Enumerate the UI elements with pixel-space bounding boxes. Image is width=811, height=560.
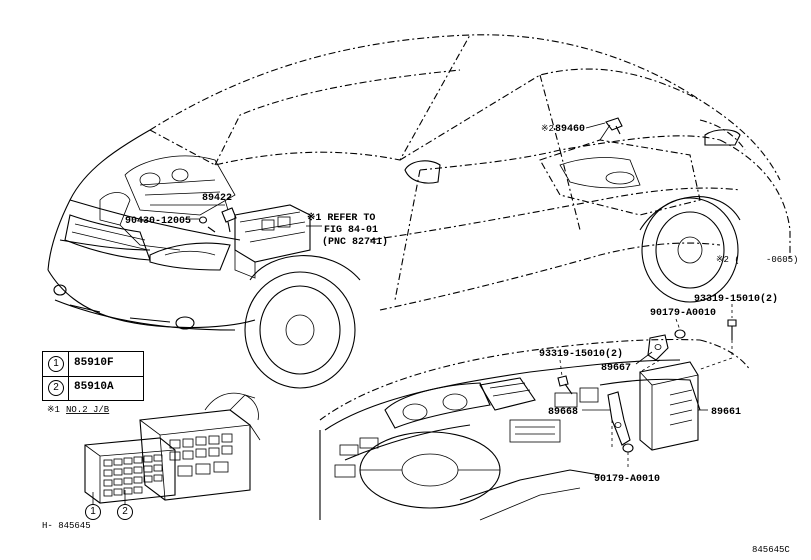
refer-note-line2: FIG 84-01 (324, 225, 378, 236)
label-89668: 89668 (548, 407, 578, 418)
label-93319-15010-top: 93319-15010(2) (694, 293, 778, 305)
car-outline (149, 34, 791, 311)
mark2-date-suffix: -0605) (766, 255, 798, 265)
car-front (47, 129, 256, 331)
leader-lines (185, 122, 733, 470)
refer-note-line1: ※1 REFER TO (307, 212, 375, 224)
label-89661: 89661 (711, 407, 741, 418)
label-89667: 89667 (601, 363, 631, 374)
mark2-89460: ※2 (541, 124, 554, 134)
rear-wheel (639, 196, 741, 303)
engine-bay (99, 155, 236, 251)
legend-table: 1 85910F 2 85910A (42, 351, 144, 401)
label-89422: 89422 (202, 193, 232, 204)
dashboard (319, 338, 751, 521)
legend-num-1: 1 (48, 356, 64, 372)
front-wheel (244, 255, 361, 389)
legend-divider-horizontal (43, 376, 143, 377)
refer-note-line3: (PNC 82741) (322, 236, 388, 248)
footer-left: H- 845645 (42, 521, 91, 531)
mark2-date-prefix: ※2 ( (716, 255, 740, 265)
legend-part-1: 85910F (74, 357, 114, 369)
ecu-assembly (557, 319, 737, 453)
engine-relay-block (198, 204, 311, 279)
callout-2: 2 (117, 504, 133, 520)
jb-note-text: NO.2 J/B (66, 405, 110, 415)
label-93319-15010-left: 93319-15010(2) (539, 348, 623, 360)
label-90179-a0010-bottom: 90179-A0010 (594, 474, 660, 485)
junction-block (84, 392, 261, 505)
rear-floor (539, 117, 701, 216)
callout-1: 1 (85, 504, 101, 520)
label-90430-12005: 90430-12005 (125, 216, 191, 227)
label-90179-a0010-top: 90179-A0010 (650, 308, 716, 319)
legend-part-2: 85910A (74, 381, 114, 393)
jb-note-mark: ※1 (47, 405, 60, 415)
footer-right: 845645C (752, 545, 790, 555)
legend-num-2: 2 (48, 380, 64, 396)
label-89460: 89460 (555, 124, 585, 135)
